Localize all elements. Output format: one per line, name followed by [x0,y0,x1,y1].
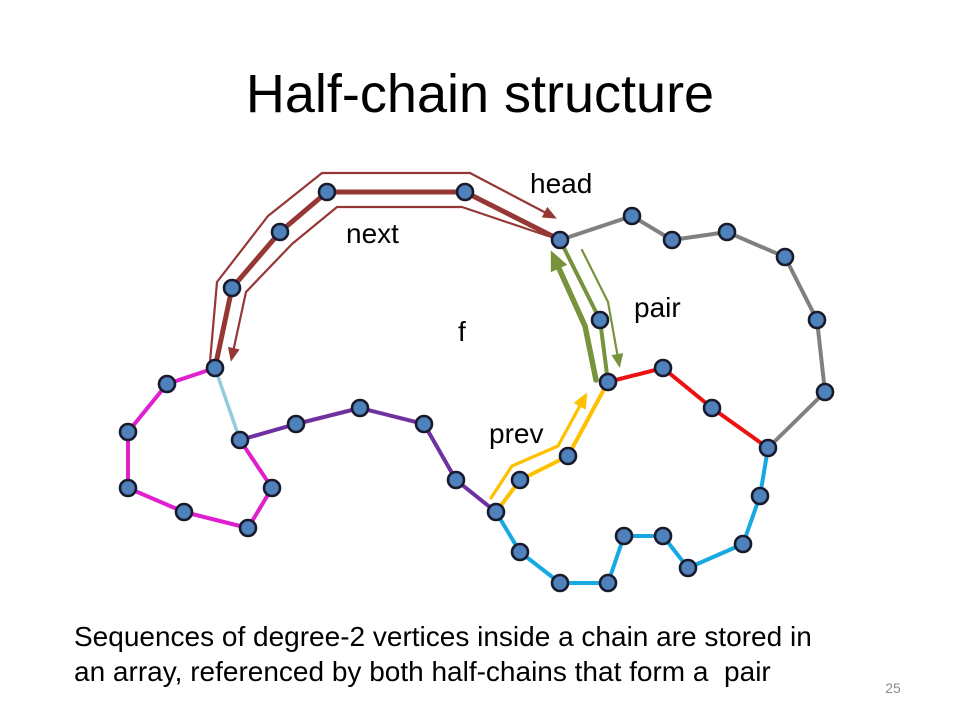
chain-lightblue [213,366,242,442]
vertex [446,470,466,490]
vertex [807,310,827,330]
chain-purple [238,406,498,514]
vertex [205,358,225,378]
vertex [414,414,434,434]
vertex [614,526,634,546]
vertex [598,573,618,593]
vertex [118,422,138,442]
vertex [662,230,682,250]
vertex [815,382,835,402]
prev-arrow [489,392,588,500]
vertex [317,182,337,202]
caption-line-1: Sequences of degree-2 vertices inside a … [74,621,812,652]
vertex [118,478,138,498]
vertex [622,206,642,226]
vertex [510,470,530,490]
label-head: head [530,168,592,199]
chain-top [212,189,563,371]
vertex [733,534,753,554]
vertex [486,502,506,522]
chain-yellow [494,380,610,514]
vertex [174,502,194,522]
vertex [758,438,778,458]
vertex [590,310,610,330]
vertex [702,398,722,418]
vertex [653,526,673,546]
half-chain-arrow [550,250,599,383]
next-arrow [227,205,550,362]
vertex [678,558,698,578]
vertex [653,358,673,378]
vertex [750,486,770,506]
vertex [455,182,475,202]
vertex [558,446,578,466]
vertex [350,398,370,418]
vertex [598,372,618,392]
vertex [510,542,530,562]
vertex [550,573,570,593]
vertex [717,222,737,242]
vertex [270,222,290,242]
vertices [118,182,835,593]
vertex [222,278,242,298]
head-arrow [208,171,557,364]
chain-magenta [126,366,274,530]
vertex [157,374,177,394]
chain-red [606,366,770,450]
chain-cyan [494,446,770,585]
vertex [238,518,258,538]
slide-number: 25 [885,680,901,696]
label-prev: prev [489,418,543,449]
label-next: next [346,218,399,249]
vertex [775,247,795,267]
pair-arrow [580,248,624,368]
vertex [262,478,282,498]
vertex-head [550,230,570,250]
label-pair: pair [634,292,681,323]
caption-line-2: an array, referenced by both half-chains… [74,656,771,687]
vertex [230,430,250,450]
slide-title: Half-chain structure [246,64,714,124]
label-f: f [458,316,466,347]
vertex [286,414,306,434]
